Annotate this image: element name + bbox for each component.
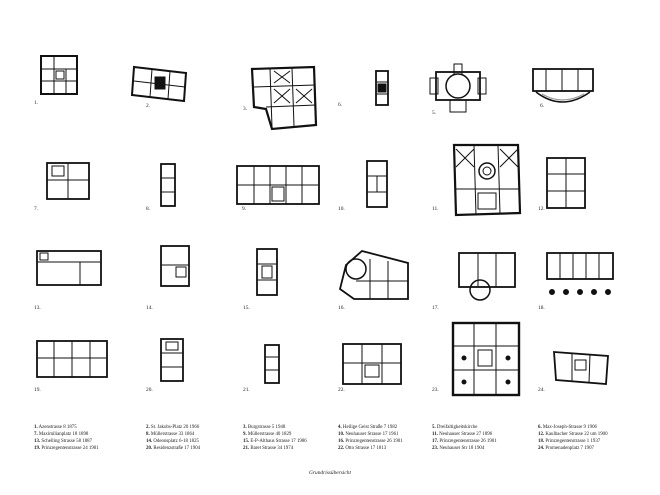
legend-entry: 2. St. Jakobs-Platz 20 1966 [146, 425, 200, 430]
plan-label-24: 24. [538, 387, 545, 393]
floor-plan-1 [40, 55, 78, 95]
plan-label-12: 12. [538, 206, 545, 212]
plan-label-23: 23. [432, 387, 439, 393]
legend-entry: 23. Neuhauser Str 18 1904 [432, 446, 485, 452]
floor-plan-3 [250, 65, 318, 131]
legend-entry: 17. Prinzregentenstrasse 26 1901 [432, 439, 497, 445]
floor-plan-4 [375, 70, 389, 106]
legend-column-3: 3. Burgstrasse 5 1948 9. Müllerstrasse 4… [243, 424, 307, 452]
floor-plan-6 [532, 68, 594, 108]
plan-label-10: 10. [338, 206, 345, 212]
plan-label-14: 14. [146, 305, 153, 311]
legend-entry: 20. Residenzstraße 17 1904 [146, 446, 201, 452]
floor-plan-8 [160, 163, 176, 207]
floor-plan-12 [546, 157, 586, 209]
legend-entry: 3. Burgstrasse 5 1948 [243, 425, 286, 430]
plan-label-20: 20. [146, 387, 153, 393]
legend-entry: 8. Müllerstrasse 33 1864 [146, 432, 195, 438]
floor-plan-23 [451, 321, 521, 397]
legend-column-5: 5. Dreifaltigkeitskirche 11. Neuhauser S… [432, 424, 497, 452]
plan-label-5: 5. [432, 110, 437, 116]
floor-plan-15 [256, 248, 278, 296]
floor-plan-7 [46, 162, 90, 200]
legend-entry: 1. Azenstrasse 8 1875 [34, 425, 77, 430]
legend-entry: 22. Otto Strasse 17 1813 [338, 446, 387, 452]
floor-plan-24 [552, 350, 610, 386]
legend-entry: 18. Prinzregentenstrasse 1 1937 [538, 439, 601, 445]
legend-entry: 4. Heilige Geist Straße 7 1982 [338, 425, 398, 430]
legend-entry: 15. E-P-Althaus Strasse 17 1986 [243, 439, 307, 445]
legend-entry: 7. Maximilianplatz 18 1898 [34, 432, 89, 438]
plan-label-8: 8. [146, 206, 151, 212]
floor-plan-9 [236, 165, 320, 205]
plan-label-21: 21. [243, 387, 250, 393]
floor-plan-11 [452, 143, 522, 217]
floor-plan-20 [160, 338, 184, 382]
legend-entry: 12. Kaulbacher Strasse 22 um 1900 [538, 432, 608, 438]
legend-column-2: 2. St. Jakobs-Platz 20 1966 8. Müllerstr… [146, 424, 200, 452]
plan-label-18: 18. [538, 305, 545, 311]
floor-plan-5 [428, 62, 488, 114]
plan-label-13: 13. [34, 305, 41, 311]
legend-entry: 11. Neuhauser Strasse 27 1896 [432, 432, 493, 438]
legend-entry: 5. Dreifaltigkeitskirche [432, 425, 478, 430]
plan-label-2: 2. [146, 103, 151, 109]
legend-entry: 24. Promenadenplatz 7 1907 [538, 446, 594, 452]
legend-column-6: 6. Max-Joseph-Strasse 9 1906 12. Kaulbac… [538, 424, 608, 452]
plan-label-17: 17. [432, 305, 439, 311]
legend-entry: 9. Müllerstrasse 40 1829 [243, 432, 292, 438]
floor-plan-17 [458, 252, 516, 302]
plan-label-15: 15. [243, 305, 250, 311]
floor-plan-10 [366, 160, 388, 208]
legend-entry: 6. Max-Joseph-Strasse 9 1906 [538, 425, 597, 430]
floor-plan-2 [130, 65, 188, 103]
sheet-caption: Grundrissübersicht [309, 470, 351, 476]
plan-label-19: 19. [34, 387, 41, 393]
floor-plan-16 [336, 245, 410, 301]
legend-entry: 16. Prinzregentenstrasse 26 1901 [338, 439, 403, 445]
legend-entry: 14. Odeonsplatz 6-18 1825 [146, 439, 199, 445]
legend-column-4: 4. Heilige Geist Straße 7 1982 10. Neuha… [338, 424, 403, 452]
floor-plan-18 [546, 252, 614, 298]
plan-label-9: 9. [242, 206, 247, 212]
legend-entry: 19. Prinzregentenstrasse 24 1901 [34, 446, 99, 452]
legend-entry: 13. Schelling Strasse 58 1887 [34, 439, 93, 445]
plan-label-3: 3. [243, 106, 248, 112]
plan-label-16: 16. [338, 305, 345, 311]
plan-label-4: 6. [338, 102, 343, 108]
legend-entry: 21. Baret Strasse 34 1974 [243, 446, 294, 452]
floor-plan-14 [160, 245, 190, 287]
floor-plan-22 [342, 343, 402, 385]
plan-label-1: 1. [34, 100, 39, 106]
floor-plan-13 [36, 250, 102, 286]
legend-column-1: 1. Azenstrasse 8 1875 7. Maximilianplatz… [34, 424, 99, 452]
floor-plan-21 [264, 344, 280, 384]
plan-label-11: 11. [432, 206, 439, 212]
plan-label-22: 22. [338, 387, 345, 393]
plan-label-6: 6. [540, 103, 545, 109]
legend-entry: 10. Neuhauser Strasse 17 1961 [338, 432, 399, 438]
plan-label-7: 7. [34, 206, 39, 212]
floor-plan-19 [36, 340, 108, 378]
